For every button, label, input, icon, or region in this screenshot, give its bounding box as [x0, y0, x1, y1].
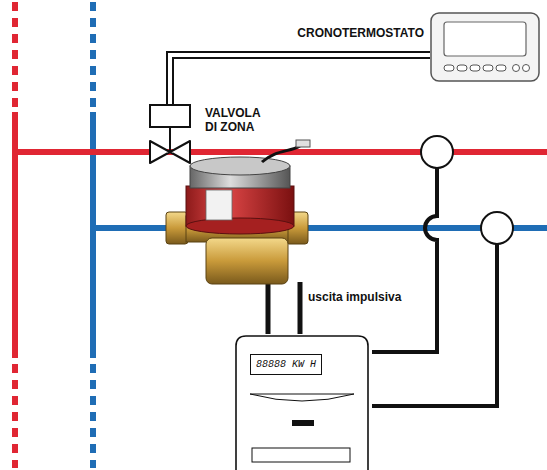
probe-wire — [372, 244, 497, 406]
energy-calculator: 88888 KW H — [232, 332, 372, 470]
return-riser — [93, 2, 94, 468]
meter-display: 88888 KW H — [250, 354, 322, 375]
thermostat: CRONOTERMOSTATO — [430, 12, 540, 82]
zone-valve: VALVOLA DI ZONA — [148, 104, 192, 166]
return-pipe — [93, 225, 547, 231]
zone-valve-outline — [148, 104, 192, 166]
pulse-wire — [298, 282, 303, 334]
pulse-wire — [266, 282, 271, 334]
supply-riser — [15, 2, 16, 468]
temperature-probe — [421, 136, 453, 168]
device-heading: CRONOTERMOSTATO — [297, 26, 424, 40]
temperature-probe — [481, 212, 513, 244]
control-cable — [170, 55, 430, 104]
probe-wire — [372, 168, 437, 352]
valve-label: VALVOLA DI ZONA — [205, 106, 269, 134]
energy-calculator-outline — [232, 332, 372, 470]
thermostat-outline — [430, 12, 540, 82]
signal-label: uscita impulsiva — [308, 290, 401, 304]
